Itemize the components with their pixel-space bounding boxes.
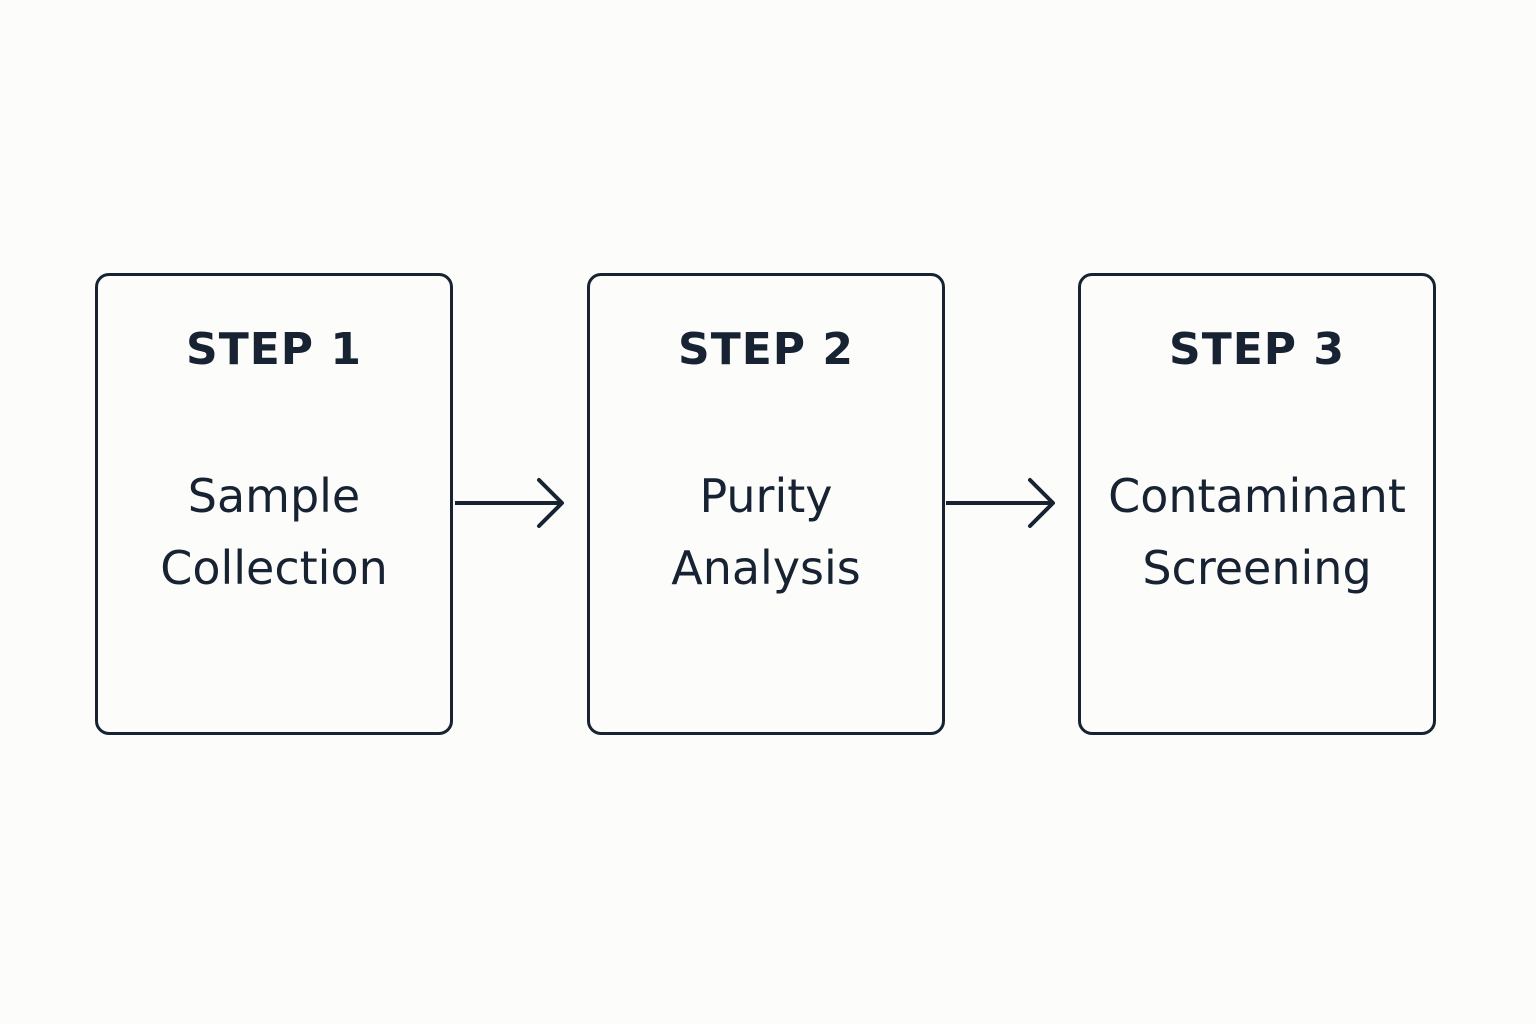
step-2-box: STEP 2 Purity Analysis (587, 273, 945, 735)
right-arrow-icon (455, 478, 564, 528)
step-1-box: STEP 1 Sample Collection (95, 273, 453, 735)
step-1-label-line2: Collection (160, 541, 388, 595)
step-3-label-line2: Screening (1142, 541, 1372, 595)
step-3-label: Contaminant Screening (1081, 460, 1433, 604)
step-1-label: Sample Collection (98, 460, 450, 604)
step-1-title: STEP 1 (186, 324, 362, 375)
step-3-label-line1: Contaminant (1108, 469, 1406, 523)
step-2-label: Purity Analysis (590, 460, 942, 604)
right-arrow-icon (946, 478, 1055, 528)
step-2-label-line1: Purity (699, 469, 833, 523)
step-2-title: STEP 2 (678, 324, 854, 375)
step-3-title: STEP 3 (1169, 324, 1345, 375)
step-2-label-line2: Analysis (671, 541, 861, 595)
step-1-label-line1: Sample (187, 469, 361, 523)
step-3-box: STEP 3 Contaminant Screening (1078, 273, 1436, 735)
